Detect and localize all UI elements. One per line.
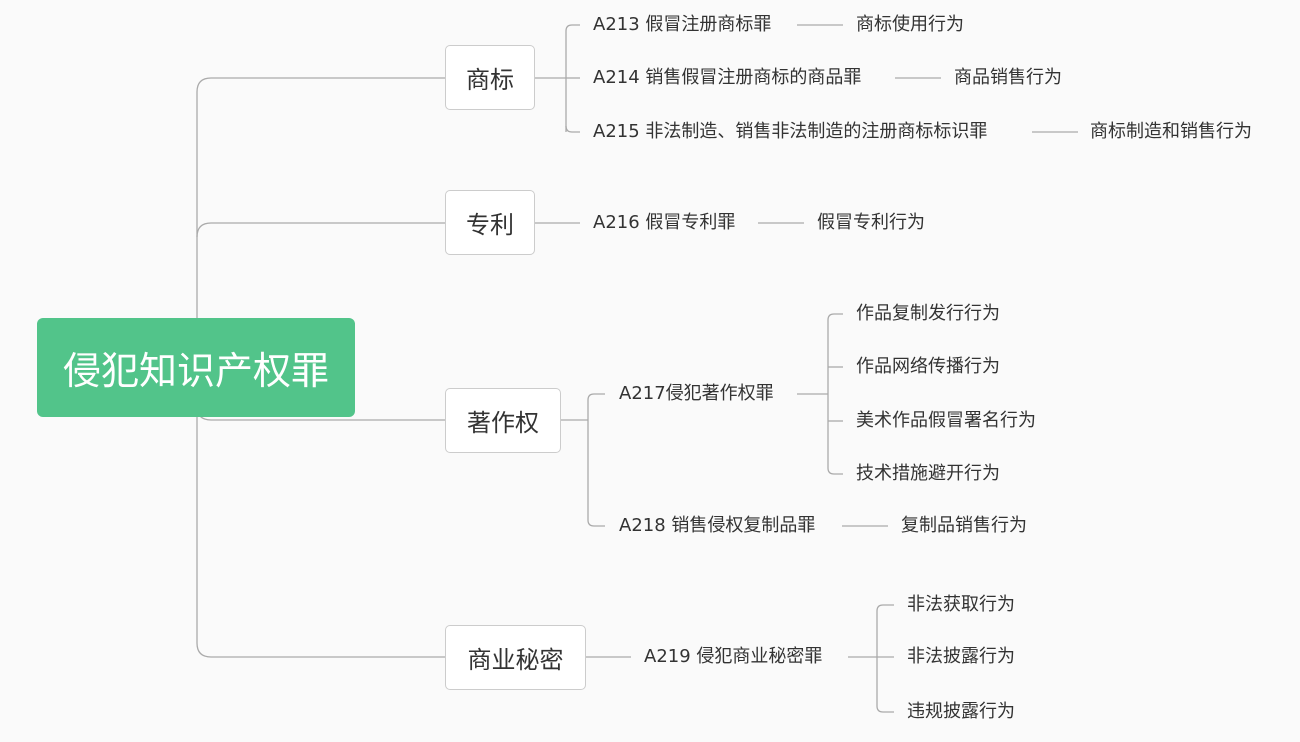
topic-a217-act-2[interactable]: 作品网络传播行为: [856, 356, 1000, 377]
connector-a219-bracket: [876, 604, 894, 706]
topic-patent[interactable]: 专利: [445, 190, 535, 255]
topic-a219-act-2[interactable]: 非法披露行为: [907, 646, 1015, 667]
connector-root-copyright: [196, 417, 445, 658]
topic-trade-secret[interactable]: 商业秘密: [445, 625, 586, 690]
topic-a216-act[interactable]: 假冒专利行为: [817, 212, 925, 233]
topic-a217-act-1[interactable]: 作品复制发行行为: [856, 303, 1000, 324]
topic-a218-act[interactable]: 复制品销售行为: [901, 515, 1027, 536]
connector-trademark-bracket: [565, 24, 580, 132]
connector-a217-bracket: [827, 313, 843, 468]
connector-copyright-bracket: [587, 393, 605, 520]
topic-a213-act[interactable]: 商标使用行为: [856, 14, 964, 35]
topic-copyright[interactable]: 著作权: [445, 388, 561, 453]
topic-a219-act-3[interactable]: 违规披露行为: [907, 701, 1015, 722]
topic-a219-act-1[interactable]: 非法获取行为: [907, 594, 1015, 615]
root-node[interactable]: 侵犯知识产权罪: [37, 318, 355, 417]
connector-trademark-bottom: [565, 125, 580, 133]
topic-a217-act-4[interactable]: 技术措施避开行为: [856, 463, 1000, 484]
topic-a213[interactable]: A213 假冒注册商标罪: [593, 14, 772, 35]
connector-root-patent: [196, 222, 445, 238]
topic-a218[interactable]: A218 销售侵权复制品罪: [619, 515, 816, 536]
topic-trademark[interactable]: 商标: [445, 45, 535, 110]
topic-a215-act[interactable]: 商标制造和销售行为: [1090, 121, 1252, 142]
connector-root-trunk: [196, 77, 445, 318]
topic-a219[interactable]: A219 侵犯商业秘密罪: [644, 646, 823, 667]
topic-a217[interactable]: A217侵犯著作权罪: [619, 383, 774, 404]
connector-a219-act3: [876, 705, 894, 713]
topic-a217-act-3[interactable]: 美术作品假冒署名行为: [856, 410, 1036, 431]
connector-copyright-bottom: [587, 519, 605, 527]
topic-a216[interactable]: A216 假冒专利罪: [593, 212, 736, 233]
topic-a214-act[interactable]: 商品销售行为: [954, 67, 1062, 88]
connector-a217-act4: [827, 467, 843, 475]
topic-a215[interactable]: A215 非法制造、销售非法制造的注册商标标识罪: [593, 121, 988, 142]
topic-a214[interactable]: A214 销售假冒注册商标的商品罪: [593, 67, 862, 88]
